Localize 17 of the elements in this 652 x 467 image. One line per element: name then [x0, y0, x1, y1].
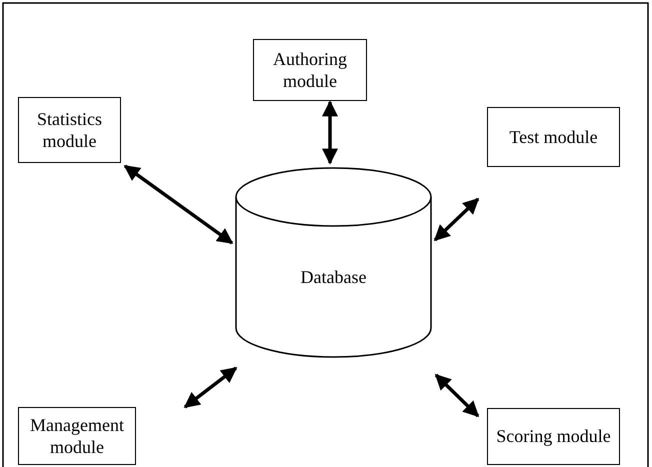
module-box — [487, 107, 620, 167]
node-label: Authoring module — [272, 48, 348, 92]
double-arrow — [124, 164, 234, 244]
module-box — [18, 97, 121, 163]
double-arrow — [434, 198, 480, 242]
module-box — [253, 39, 367, 101]
database-cylinder — [235, 167, 432, 358]
double-arrow — [184, 366, 238, 408]
double-arrow — [434, 374, 480, 418]
node-label: Test module — [509, 126, 598, 148]
node-label: Database — [300, 266, 366, 289]
node-label: Scoring module — [496, 425, 611, 448]
node-label: Statistics module — [36, 108, 103, 152]
module-box — [18, 407, 136, 465]
module-box — [487, 408, 620, 465]
node-label: Management module — [29, 414, 125, 458]
double-arrow — [322, 100, 338, 165]
